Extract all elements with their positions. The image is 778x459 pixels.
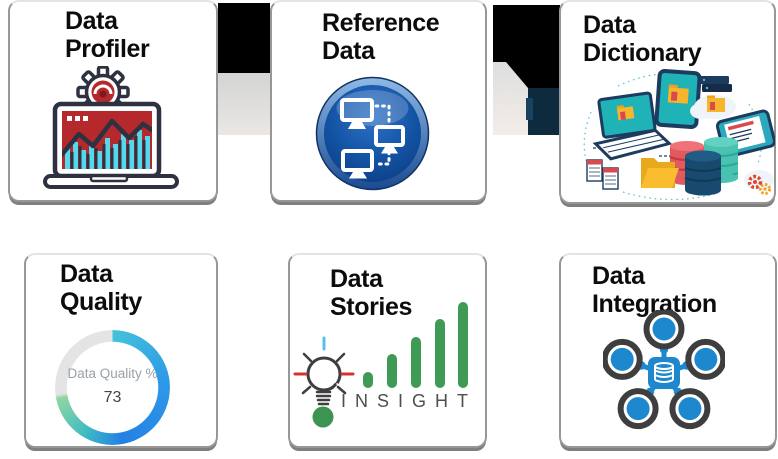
card-title: Data Quality <box>60 260 142 316</box>
gray-block <box>218 73 270 135</box>
data-assets-illustration <box>583 69 775 201</box>
quality-gauge-ring <box>55 330 170 445</box>
card-data-dictionary[interactable]: Data Dictionary <box>559 0 776 204</box>
card-title: Data Stories <box>330 265 412 321</box>
card-title: Data Integration <box>592 262 717 318</box>
networked-computers-icon <box>315 76 430 191</box>
insight-bars-icon <box>363 302 468 388</box>
insight-dot <box>312 406 334 428</box>
card-data-stories[interactable]: Data Stories INS <box>288 253 487 448</box>
quality-gauge: Data Quality % 73 <box>55 330 170 445</box>
card-data-integration[interactable]: Data Integration <box>559 253 777 448</box>
database-glyph <box>654 362 674 383</box>
quality-gauge-text: Data Quality % 73 <box>55 330 170 445</box>
insight-wordmark: INSIGHT <box>341 391 478 411</box>
insight-lightbulb-icon <box>293 336 355 428</box>
black-block <box>218 3 270 73</box>
hub-spoke-database-icon <box>603 310 725 430</box>
gauge-label: Data Quality % <box>67 366 158 381</box>
card-data-profiler[interactable]: Data Profiler <box>8 0 218 202</box>
connector-artifact-2 <box>493 5 560 135</box>
card-data-quality[interactable]: Data Quality Data Quality % 73 <box>24 253 218 448</box>
gauge-value: 73 <box>103 389 122 406</box>
card-title: Reference Data <box>322 9 440 65</box>
card-title: Data Dictionary <box>583 11 702 67</box>
laptop-chart-gear-icon <box>43 66 179 189</box>
card-reference-data[interactable]: Reference Data <box>270 0 487 202</box>
connector-artifact-1 <box>218 3 270 135</box>
card-title: Data Profiler <box>65 7 150 63</box>
